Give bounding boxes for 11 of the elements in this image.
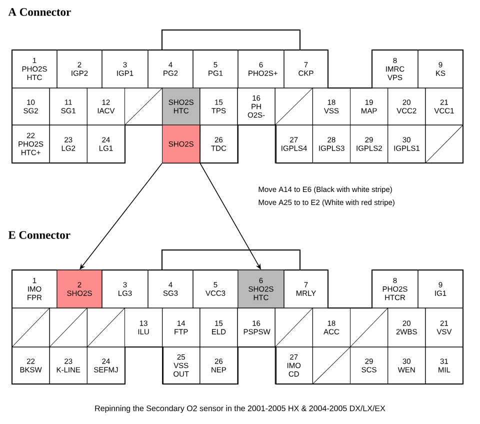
connector-title: E Connector: [8, 231, 70, 239]
blank-pin-cell: [86, 308, 126, 348]
blank-pin-cell: [274, 308, 314, 348]
blank-pin-cell: [274, 88, 314, 126]
connector-title: A Connector: [8, 8, 71, 16]
blank-pin-cell: [49, 308, 88, 348]
blank-pin-cell: [312, 346, 351, 384]
caption: Repinning the Secondary O2 sensor in the 2001-2005 HX & 2004-2005 DX/LX/EX: [95, 405, 386, 413]
blank-pin-cell: [424, 124, 464, 164]
blank-pin-cell: [12, 308, 50, 348]
blank-pin-cell: [350, 308, 388, 348]
